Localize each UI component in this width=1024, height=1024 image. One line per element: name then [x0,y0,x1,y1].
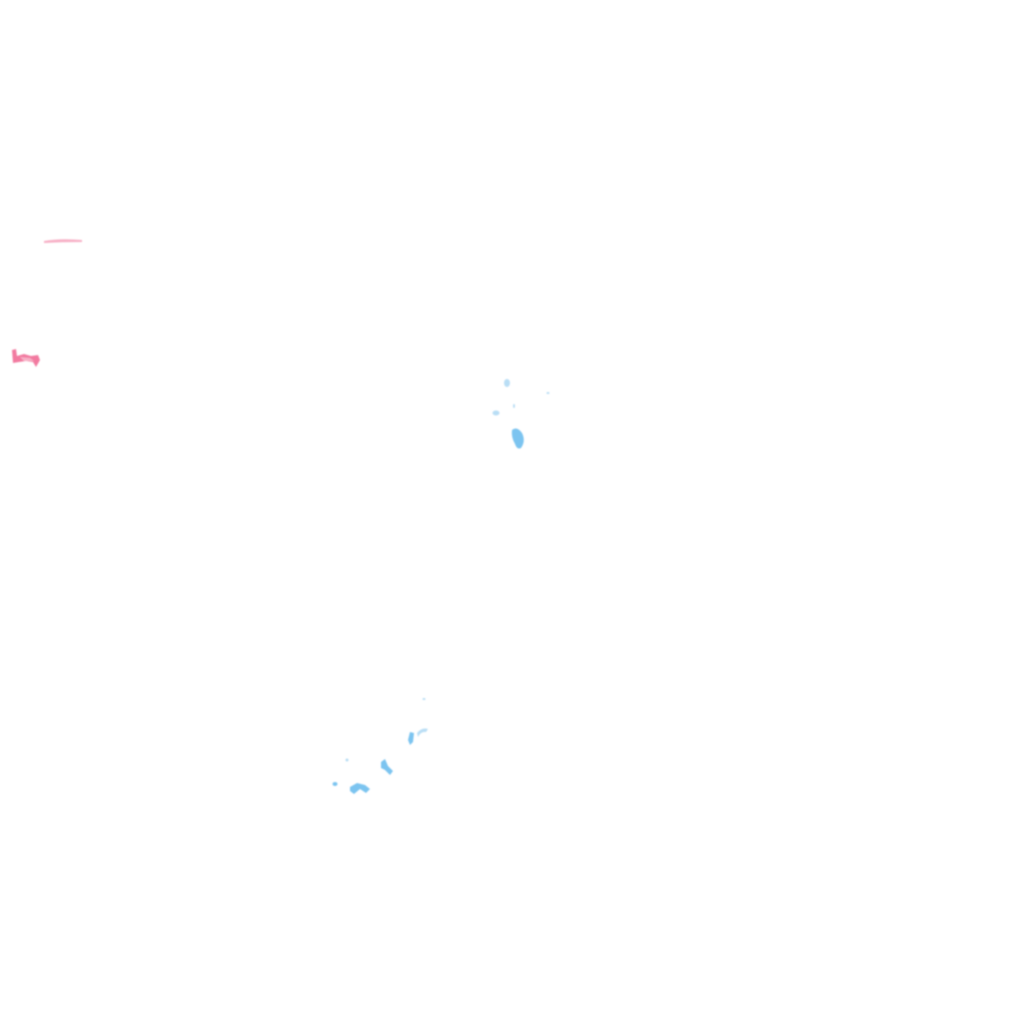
blue-mark-4 [381,759,393,775]
blue-dot-4 [546,392,550,394]
pink-streak-stroke [44,239,82,243]
blue-mark-3 [422,698,426,700]
pink-smudge-shape-b [20,357,34,361]
blue-dot-1 [504,379,510,387]
pink-smudge [12,349,40,367]
blue-mark-1 [408,732,414,745]
blue-mark-2 [417,728,428,737]
blue-mark-5 [345,758,349,762]
blue-dot-2 [492,410,500,416]
blue-dot-3 [513,404,515,408]
blue-drop [511,428,524,449]
blue-mark-7 [332,782,338,786]
blue-cluster-lower [332,698,428,794]
pink-streak [44,239,82,243]
blue-mark-6 [350,783,370,794]
blue-cluster-center [492,379,550,449]
